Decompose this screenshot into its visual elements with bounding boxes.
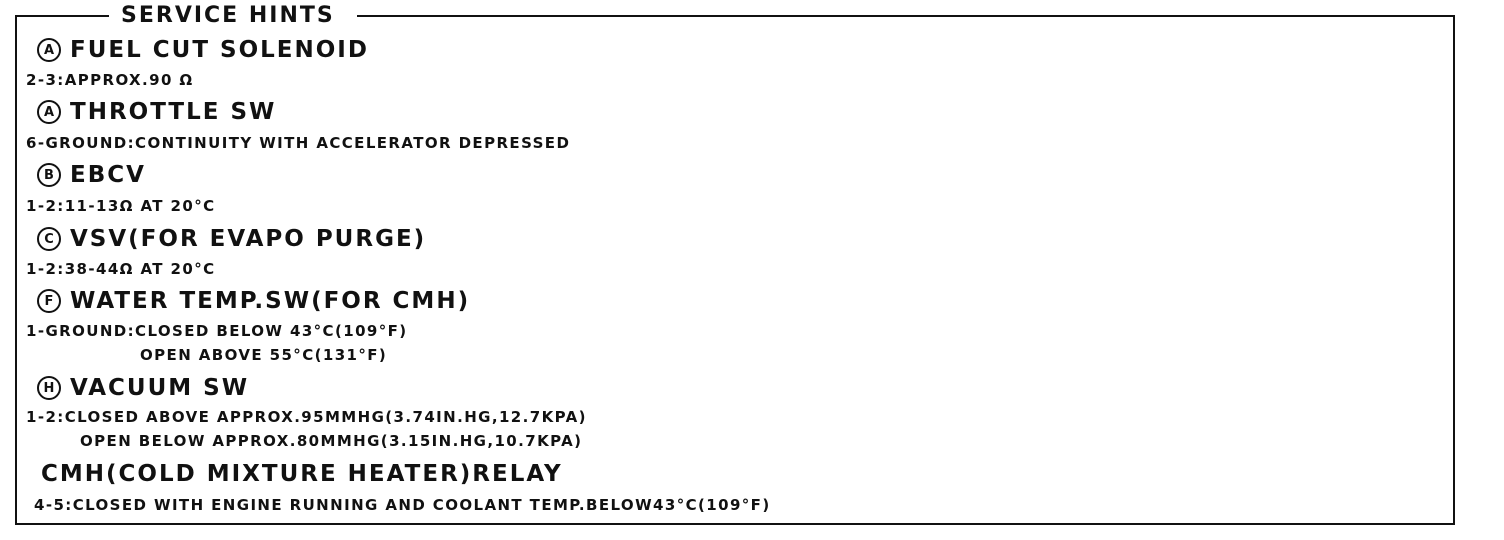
- section-title: WATER TEMP.SW(FOR CMH): [70, 288, 471, 314]
- circled-letter-icon: B: [37, 163, 61, 187]
- section-heading-vsv: C VSV(FOR EVAPO PURGE): [37, 224, 426, 254]
- circled-letter-icon: A: [37, 38, 61, 62]
- spec-line: 1-2:11-13Ω AT 20°C: [26, 197, 216, 215]
- circled-letter-icon: C: [37, 227, 61, 251]
- section-heading-vacuum-sw: H VACUUM SW: [37, 373, 249, 403]
- section-heading-fuel-cut-solenoid: A FUEL CUT SOLENOID: [37, 35, 369, 65]
- section-title: CMH(COLD MIXTURE HEATER)RELAY: [41, 461, 563, 487]
- section-title: EBCV: [70, 162, 146, 188]
- section-title: THROTTLE SW: [70, 99, 277, 125]
- spec-line: 2-3:APPROX.90 Ω: [26, 71, 194, 89]
- section-title: FUEL CUT SOLENOID: [70, 37, 369, 63]
- section-heading-ebcv: B EBCV: [37, 160, 146, 190]
- circled-letter-icon: H: [37, 376, 61, 400]
- spec-line: 1-GROUND:CLOSED BELOW 43°C(109°F): [26, 322, 408, 340]
- spec-line: OPEN BELOW APPROX.80MMHG(3.15IN.HG,10.7K…: [80, 432, 583, 450]
- circled-letter-icon: A: [37, 100, 61, 124]
- section-title: VSV(FOR EVAPO PURGE): [70, 226, 427, 252]
- section-heading-cmh-relay: CMH(COLD MIXTURE HEATER)RELAY: [41, 459, 563, 489]
- spec-line: OPEN ABOVE 55°C(131°F): [140, 346, 388, 364]
- spec-line: 1-2:CLOSED ABOVE APPROX.95MMHG(3.74IN.HG…: [26, 408, 587, 426]
- spec-line: 1-2:38-44Ω AT 20°C: [26, 260, 216, 278]
- section-heading-water-temp-sw: F WATER TEMP.SW(FOR CMH): [37, 286, 470, 316]
- panel-title: SERVICE HINTS: [109, 4, 357, 28]
- section-heading-throttle-sw: A THROTTLE SW: [37, 97, 276, 127]
- section-title: VACUUM SW: [70, 375, 250, 401]
- spec-line: 4-5:CLOSED WITH ENGINE RUNNING AND COOLA…: [34, 496, 771, 514]
- circled-letter-icon: F: [37, 289, 61, 313]
- spec-line: 6-GROUND:CONTINUITY WITH ACCELERATOR DEP…: [26, 134, 571, 152]
- service-hints-panel: SERVICE HINTS A FUEL CUT SOLENOID 2-3:AP…: [15, 4, 1455, 525]
